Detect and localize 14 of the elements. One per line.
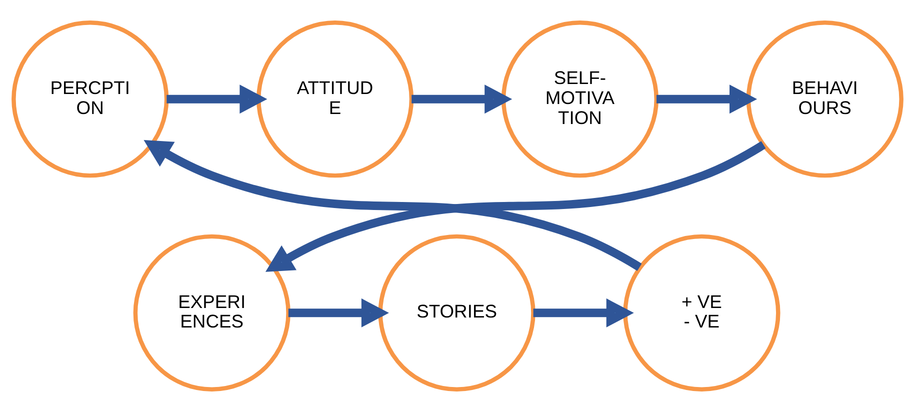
node-circle: PERCPTI ON xyxy=(12,20,169,178)
arrow xyxy=(656,84,758,114)
node-circle: EXPERI ENCES xyxy=(133,234,290,392)
node-circle: STORIES xyxy=(378,234,536,392)
node-circle: ATTITUD E xyxy=(256,20,414,178)
node-circle: BEHAVI OURS xyxy=(746,20,904,178)
arrow xyxy=(144,140,642,271)
arrow xyxy=(533,298,634,328)
node-circle: + VE - VE xyxy=(623,234,780,392)
node-circle: SELF- MOTIVA TION xyxy=(501,20,659,178)
arrow xyxy=(288,298,389,328)
arrow xyxy=(265,141,766,272)
arrow xyxy=(166,84,268,114)
arrow xyxy=(412,84,512,114)
